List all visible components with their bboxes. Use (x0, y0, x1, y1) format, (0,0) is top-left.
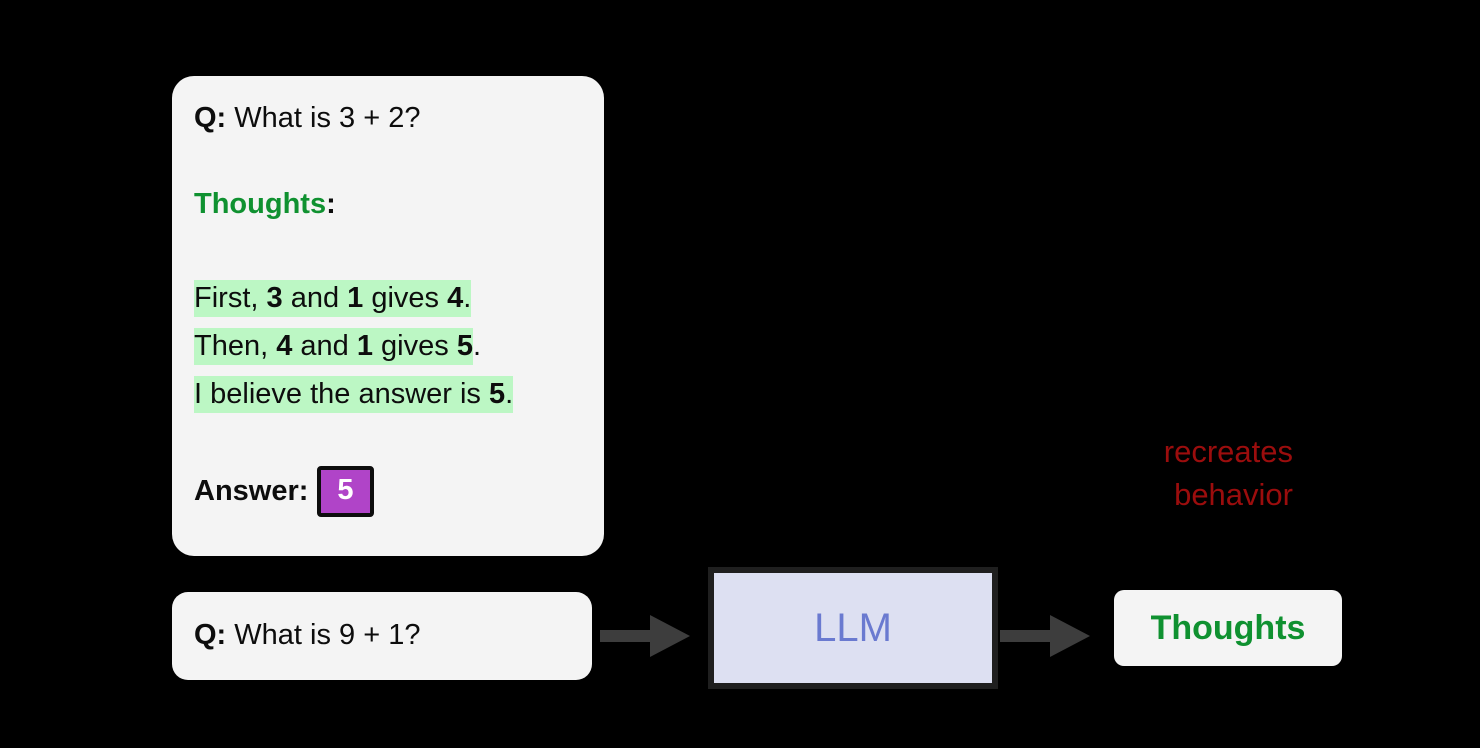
prompt-example-card: Q: What is 3 + 2? Thoughts: First, 3 and… (172, 76, 604, 556)
new-query-label: Q: (194, 619, 227, 652)
output-thoughts-box: Thoughts (1114, 590, 1342, 666)
example-question-label: Q: (194, 102, 227, 134)
reasoning-lines: First, 3 and 1 gives 4. Then, 4 and 1 gi… (194, 274, 594, 418)
thoughts-heading-colon: : (326, 188, 336, 220)
reasoning-line: I believe the answer is 5. (194, 370, 594, 418)
reasoning-line: First, 3 and 1 gives 4. (194, 274, 594, 322)
example-question-text: What is 3 + 2? (226, 102, 421, 134)
annotation-recreates-behavior: recreates behavior (940, 430, 1293, 516)
llm-box: LLM (708, 567, 998, 689)
example-question: Q: What is 3 + 2? (194, 102, 604, 135)
answer-row: Answer: 5 (194, 466, 374, 517)
arrow-right-icon (1000, 612, 1092, 665)
arrow-right-icon (600, 612, 692, 665)
annotation-line-2: behavior (1174, 477, 1293, 512)
new-query-text: Q: What is 9 + 1? (194, 619, 420, 652)
thoughts-heading: Thoughts: (194, 188, 336, 221)
reasoning-line-2-highlight: Then, 4 and 1 gives 5 (194, 328, 473, 365)
reasoning-line: Then, 4 and 1 gives 5. (194, 322, 594, 370)
reasoning-line-3-highlight: I believe the answer is 5. (194, 376, 514, 413)
new-query-box: Q: What is 9 + 1? (172, 592, 592, 680)
answer-value-chip: 5 (317, 466, 374, 517)
reasoning-line-2-trailing: . (472, 330, 482, 362)
output-thoughts-label: Thoughts (1150, 609, 1306, 647)
thoughts-heading-word: Thoughts (194, 188, 327, 220)
reasoning-line-1-highlight: First, 3 and 1 gives 4. (194, 280, 472, 317)
answer-label: Answer: (194, 475, 309, 507)
annotation-line-1: recreates (1163, 434, 1293, 469)
llm-label: LLM (814, 606, 892, 650)
new-query-body: What is 9 + 1? (226, 619, 421, 652)
